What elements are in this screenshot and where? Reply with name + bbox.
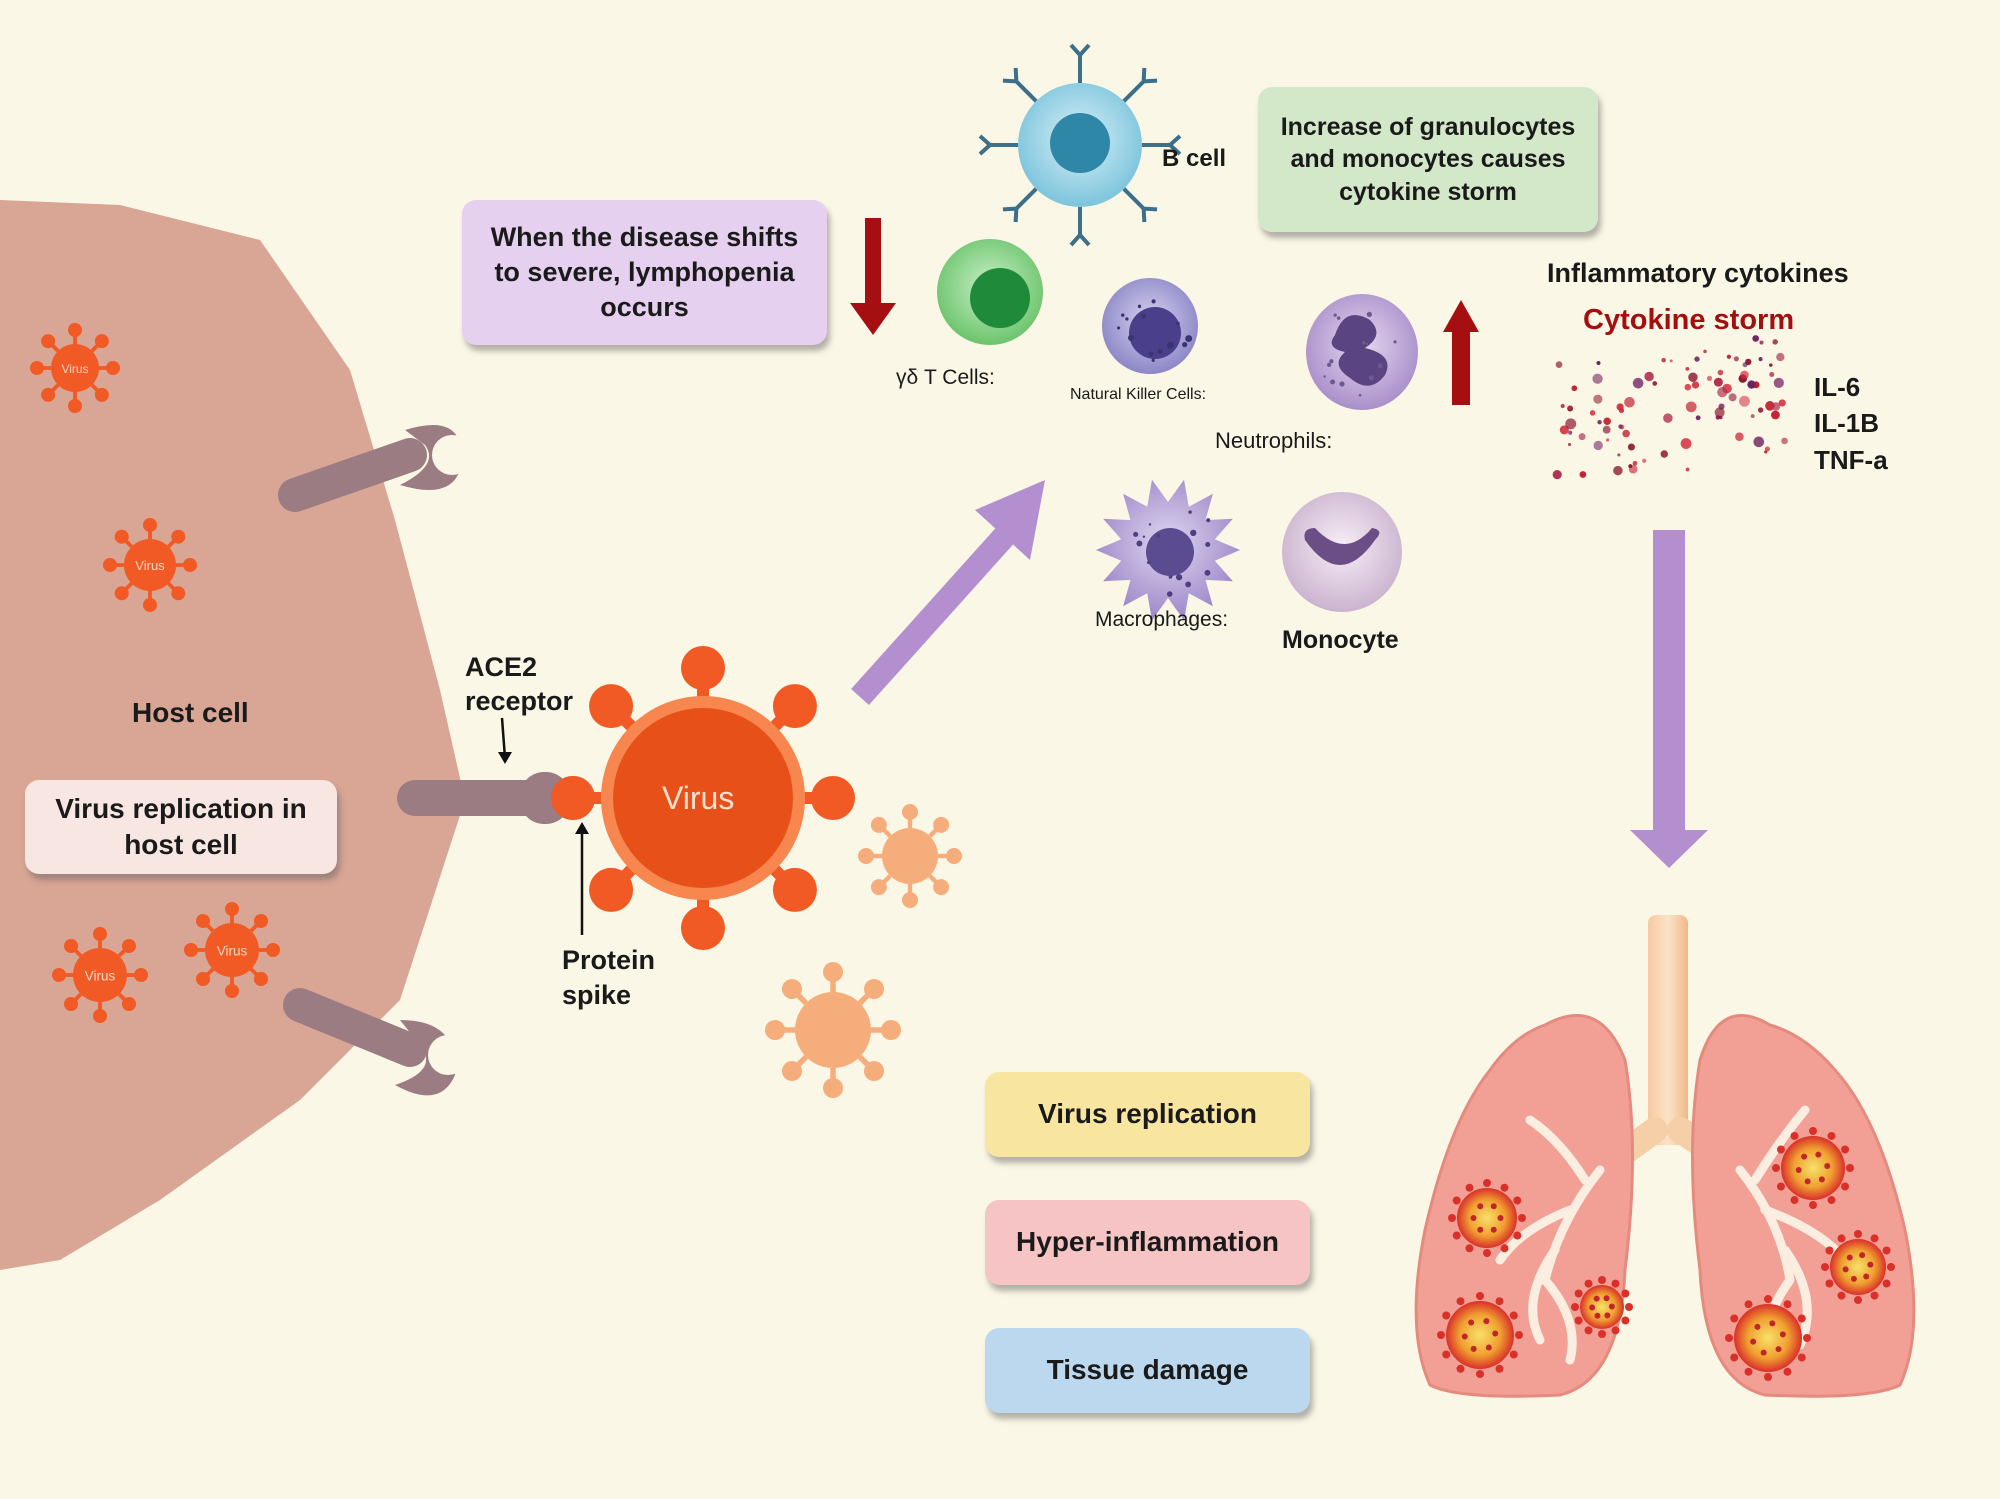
- left-lung: [1414, 1014, 1634, 1398]
- receptor-lower: [283, 988, 468, 1096]
- granulocyte-box: Increase of granulocytes and monocytes c…: [1258, 87, 1598, 232]
- arrow-increase-granulocytes: [1443, 300, 1479, 405]
- small-virus-label: Virus: [85, 968, 116, 983]
- lymphopenia-box: When the disease shifts to severe, lymph…: [462, 200, 827, 345]
- granulocyte-line2: and monocytes causes: [1290, 145, 1566, 174]
- cytokine-storm-label: Cytokine storm: [1583, 304, 1795, 336]
- legend-hyper-inflammation-label: Hyper-inflammation: [1016, 1226, 1279, 1258]
- virus-replication-host-box: Virus replication in host cell: [25, 780, 337, 874]
- lymphopenia-line3: occurs: [600, 292, 689, 323]
- free-virus-2: [765, 962, 901, 1098]
- nk-cells-label: Natural Killer Cells:: [1070, 386, 1207, 403]
- free-virus-1: [858, 804, 962, 908]
- b-cell-illustration: [978, 43, 1182, 247]
- ace2-label-line1: ACE2: [465, 652, 538, 682]
- legend-tissue-damage: Tissue damage: [985, 1328, 1310, 1413]
- granulocyte-line1: Increase of granulocytes: [1280, 112, 1576, 141]
- lymphopenia-line1: When the disease shifts: [490, 221, 799, 252]
- arrow-cytokine-to-lung: [1630, 530, 1708, 868]
- cytokine-particles: [1552, 335, 1788, 480]
- lung-lesion: [1725, 1295, 1811, 1381]
- small-virus-label: Virus: [135, 558, 165, 573]
- lung-lesion: [1772, 1127, 1854, 1209]
- virus-main-label: Virus: [662, 780, 735, 816]
- neutrophil-illustration: [1306, 294, 1418, 410]
- monocyte-illustration: [1282, 492, 1402, 612]
- gd-t-cells-label: γδ T Cells:: [896, 366, 995, 389]
- host-virus-1: Virus: [30, 323, 120, 413]
- lymphopenia-line2: to severe, lymphopenia: [494, 256, 795, 287]
- lung-lesion: [1571, 1276, 1633, 1338]
- ace2-pointer-arrow: [498, 717, 512, 764]
- protein-spike-label-line2: spike: [562, 980, 632, 1010]
- nk-cell-illustration: [1102, 278, 1198, 374]
- macrophage-illustration: [1096, 479, 1240, 621]
- b-cell-label: B cell: [1162, 145, 1227, 172]
- legend-virus-replication: Virus replication: [985, 1072, 1310, 1157]
- gd-t-cell-illustration: [937, 239, 1043, 345]
- small-virus-label: Virus: [61, 362, 88, 376]
- spike-pointer-arrow: [575, 822, 589, 935]
- legend-virus-replication-label: Virus replication: [1038, 1098, 1257, 1130]
- monocyte-label: Monocyte: [1282, 626, 1399, 654]
- legend-tissue-damage-label: Tissue damage: [1046, 1354, 1249, 1386]
- host-virus-2: Virus: [103, 518, 197, 612]
- macrophages-label: Macrophages:: [1095, 608, 1229, 631]
- cytokine-il6: IL-6: [1814, 372, 1861, 402]
- lung-lesion: [1437, 1292, 1523, 1378]
- lung-lesion: [1448, 1179, 1526, 1257]
- small-virus-label: Virus: [217, 943, 248, 958]
- arrow-virus-to-immune: [851, 480, 1045, 706]
- arrow-decrease-lymphocytes: [850, 218, 896, 335]
- virus-replication-host-label: Virus replication in host cell: [55, 792, 307, 860]
- lungs-illustration: [1414, 915, 1916, 1398]
- ace2-label-line2: receptor: [465, 686, 574, 716]
- cytokine-tnfa: TNF-a: [1814, 445, 1888, 475]
- neutrophils-label: Neutrophils:: [1215, 428, 1333, 453]
- granulocyte-line3: cytokine storm: [1339, 177, 1517, 206]
- legend-hyper-inflammation: Hyper-inflammation: [985, 1200, 1310, 1285]
- inflammatory-cytokines-title: Inflammatory cytokines: [1547, 258, 1849, 288]
- host-virus-4: Virus: [184, 902, 280, 998]
- protein-spike-label-line1: Protein: [562, 945, 656, 975]
- host-cell-title: Host cell: [132, 697, 249, 728]
- host-virus-3: Virus: [52, 927, 148, 1023]
- lung-lesion: [1821, 1230, 1895, 1304]
- cytokine-il1b: IL-1B: [1814, 408, 1879, 438]
- receptor-upper: [278, 425, 472, 512]
- virus-main: [551, 646, 855, 950]
